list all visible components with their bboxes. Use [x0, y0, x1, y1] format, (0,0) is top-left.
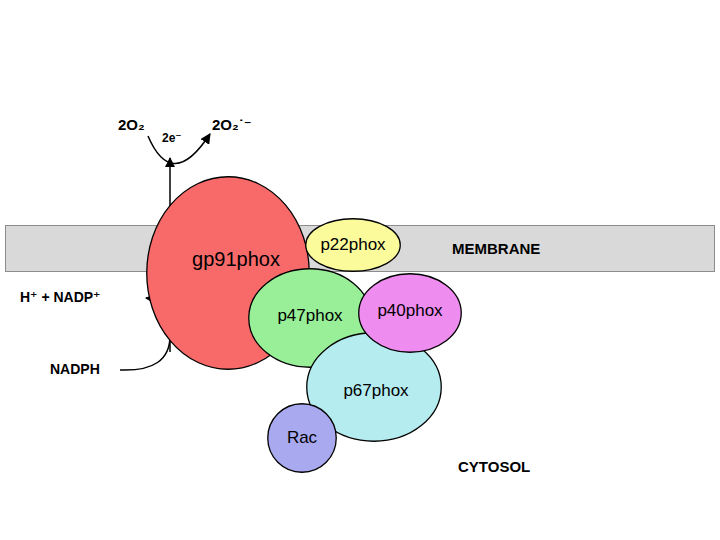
subunit-ellipse: [306, 219, 401, 272]
region-name: MEMBRANE: [452, 240, 540, 257]
reaction-arrow: [120, 336, 170, 370]
product-label: 2O₂˙⁻: [212, 116, 252, 133]
protein-name: p22phox: [320, 235, 385, 255]
protein-name: p40phox: [377, 301, 442, 321]
subunit-ellipse: [268, 404, 337, 473]
substrate-label: NADPH: [50, 361, 100, 377]
electron-label: 2e⁻: [162, 132, 182, 146]
p22-subunit: p22phox: [305, 218, 401, 272]
p40-subunit: p40phox: [358, 273, 462, 353]
protein-name: p67phox: [343, 381, 408, 401]
protein-name: Rac: [287, 428, 317, 448]
product-label: H⁺ + NADP⁺: [20, 289, 101, 305]
subunit-ellipse: [359, 274, 462, 353]
protein-name: gp91phox: [192, 248, 280, 271]
protein-name: p47phox: [277, 306, 342, 326]
rac-protein: Rac: [267, 403, 337, 473]
compartment-label: CYTOSOL: [458, 458, 530, 475]
reactant-label: 2O₂: [118, 116, 145, 133]
